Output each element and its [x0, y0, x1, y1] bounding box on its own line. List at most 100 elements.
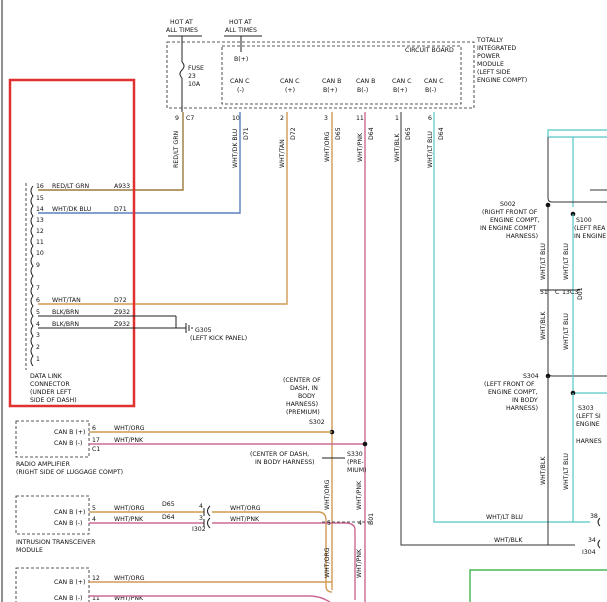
svg-text:ENGINE: ENGINE: [576, 421, 600, 428]
svg-text:IN ENGINE: IN ENGINE: [574, 233, 606, 240]
inline-connector: WHT/ORG WHT/PNK 5 4 B01 WHT/ORG WHT/PNK: [322, 479, 375, 578]
wire-wht-blk: [400, 112, 575, 546]
svg-text:WHT/ORG: WHT/ORG: [114, 575, 145, 582]
svg-text:BLK/BRN: BLK/BRN: [52, 321, 79, 328]
svg-text:MODULE: MODULE: [16, 547, 43, 554]
hot-label: HOT AT: [229, 19, 252, 26]
svg-text:WHT/BLK: WHT/BLK: [540, 311, 547, 340]
splice-s330: (CENTER OF DASH, IN BODY HARNESS) S330 (…: [250, 451, 366, 474]
svg-text:WHT/LT BLU: WHT/LT BLU: [540, 243, 547, 280]
svg-text:3: 3: [199, 515, 203, 522]
svg-text:WHT/PNK: WHT/PNK: [356, 480, 363, 510]
svg-text:WHT/PNK: WHT/PNK: [230, 516, 260, 523]
tipm-label: TOTALLY: [476, 37, 503, 44]
svg-text:D01: D01: [577, 287, 584, 300]
svg-text:BODY: BODY: [298, 393, 315, 400]
svg-text:RADIO AMPLIFIER: RADIO AMPLIFIER: [16, 461, 71, 468]
svg-text:6: 6: [36, 297, 40, 304]
svg-text:(CENTER OF: (CENTER OF: [283, 377, 321, 384]
tipm-label: POWER: [477, 53, 501, 60]
pin-number: C7: [186, 115, 194, 122]
pin-label: B(+): [323, 87, 337, 94]
svg-text:D71: D71: [114, 206, 127, 213]
svg-text:11: 11: [36, 239, 44, 246]
svg-text:7: 7: [36, 285, 40, 292]
svg-text:Z932: Z932: [114, 309, 130, 316]
svg-text:C3: C3: [570, 289, 578, 296]
svg-text:15: 15: [36, 195, 44, 202]
pin-label: CAN C: [392, 78, 411, 85]
svg-text:HARNESS): HARNESS): [286, 401, 318, 408]
circuit-board-label: CIRCUIT BOARD: [405, 47, 454, 54]
svg-text:I302: I302: [192, 526, 206, 533]
svg-text:CONNECTOR: CONNECTOR: [30, 381, 70, 388]
svg-text:5: 5: [92, 505, 96, 512]
svg-text:(CENTER OF DASH,: (CENTER OF DASH,: [250, 451, 309, 458]
svg-text:WHT/LT BLU: WHT/LT BLU: [486, 514, 523, 521]
svg-text:CAN B (-): CAN B (-): [54, 595, 82, 602]
svg-text:WHT/DK BLU: WHT/DK BLU: [232, 129, 239, 168]
svg-text:10: 10: [36, 250, 44, 257]
fuse-icon: [179, 61, 185, 79]
svg-text:D64: D64: [368, 127, 375, 140]
svg-text:(LEFT FRONT OF: (LEFT FRONT OF: [484, 381, 535, 388]
svg-text:RED/LT GRN: RED/LT GRN: [52, 183, 89, 190]
svg-text:CAN B (+): CAN B (+): [54, 429, 85, 436]
tipm-label: MODULE: [477, 61, 504, 68]
svg-text:WHT/TAN: WHT/TAN: [279, 139, 286, 168]
svg-text:4: 4: [92, 516, 96, 523]
svg-text:HARNESS): HARNESS): [506, 405, 538, 412]
svg-text:S304: S304: [523, 373, 539, 380]
pin-label: B(+): [393, 87, 407, 94]
svg-text:IN BODY HARNESS): IN BODY HARNESS): [255, 459, 315, 466]
pin-number: 6: [428, 115, 432, 122]
svg-text:5: 5: [327, 520, 331, 527]
splice-s302: (CENTER OF DASH, IN BODY HARNESS) (PREMI…: [283, 377, 335, 435]
svg-text:IN BODY: IN BODY: [512, 397, 538, 404]
svg-text:RED/LT GRN: RED/LT GRN: [173, 131, 180, 168]
pin-label: B(-): [357, 87, 368, 94]
svg-text:11: 11: [92, 595, 100, 602]
svg-text:ENGINE COMPT,: ENGINE COMPT,: [488, 389, 538, 396]
svg-text:13: 13: [36, 217, 44, 224]
data-link-connector: 16 RED/LT GRN A933 15 14 WHT/DK BLU D71 …: [8, 78, 247, 408]
right-side-network: S002 (RIGHT FRONT OF ENGINE COMPT, IN EN…: [469, 129, 607, 602]
highlight-box: [8, 78, 136, 408]
svg-text:CAN B (-): CAN B (-): [54, 520, 82, 527]
wire-red-lt-grn: [38, 112, 184, 191]
svg-text:5: 5: [36, 309, 40, 316]
svg-text:(UNDER LEFT: (UNDER LEFT: [30, 389, 71, 396]
tipm-label: INTEGRATED: [477, 45, 516, 52]
tipm-label: (LEFT SIDE: [477, 69, 510, 76]
svg-text:17: 17: [92, 437, 100, 444]
svg-text:D64: D64: [162, 514, 175, 521]
svg-text:WHT/LT BLU: WHT/LT BLU: [563, 313, 570, 350]
hot-label: ALL TIMES: [166, 27, 198, 34]
svg-text:D65: D65: [405, 127, 412, 140]
pin-number: 9: [175, 115, 179, 122]
svg-text:WHT/ORG: WHT/ORG: [324, 479, 331, 510]
pin-label: B(-): [425, 87, 436, 94]
svg-text:(LEFT REA: (LEFT REA: [574, 225, 606, 232]
svg-text:SIDE OF DASH): SIDE OF DASH): [30, 397, 77, 404]
vertical-wire-labels: RED/LT GRN WHT/DK BLU D71 WHT/TAN D72 WH…: [173, 127, 445, 168]
green-wire: [469, 569, 607, 602]
svg-text:WHT/LT BLU: WHT/LT BLU: [563, 243, 570, 280]
svg-text:(LEFT SI: (LEFT SI: [576, 413, 601, 420]
svg-text:4: 4: [199, 503, 203, 510]
svg-text:S100: S100: [576, 217, 592, 224]
wire-wht-lt-blu: [433, 112, 590, 523]
fuse-amp: 10A: [188, 81, 201, 88]
svg-text:2: 2: [36, 344, 40, 351]
pin-label: (-): [237, 87, 244, 94]
tipm-body: [166, 41, 475, 109]
svg-text:WHT/BLK: WHT/BLK: [494, 537, 523, 544]
svg-text:3: 3: [36, 332, 40, 339]
pin-number: 11: [356, 115, 364, 122]
svg-text:WHT/DK BLU: WHT/DK BLU: [52, 206, 91, 213]
svg-text:IN ENGINE COMPT: IN ENGINE COMPT: [480, 225, 536, 232]
svg-text:S330: S330: [347, 451, 363, 458]
svg-text:WHT/PNK: WHT/PNK: [114, 595, 144, 602]
svg-text:D72: D72: [290, 127, 297, 140]
svg-text:D71: D71: [243, 127, 250, 140]
